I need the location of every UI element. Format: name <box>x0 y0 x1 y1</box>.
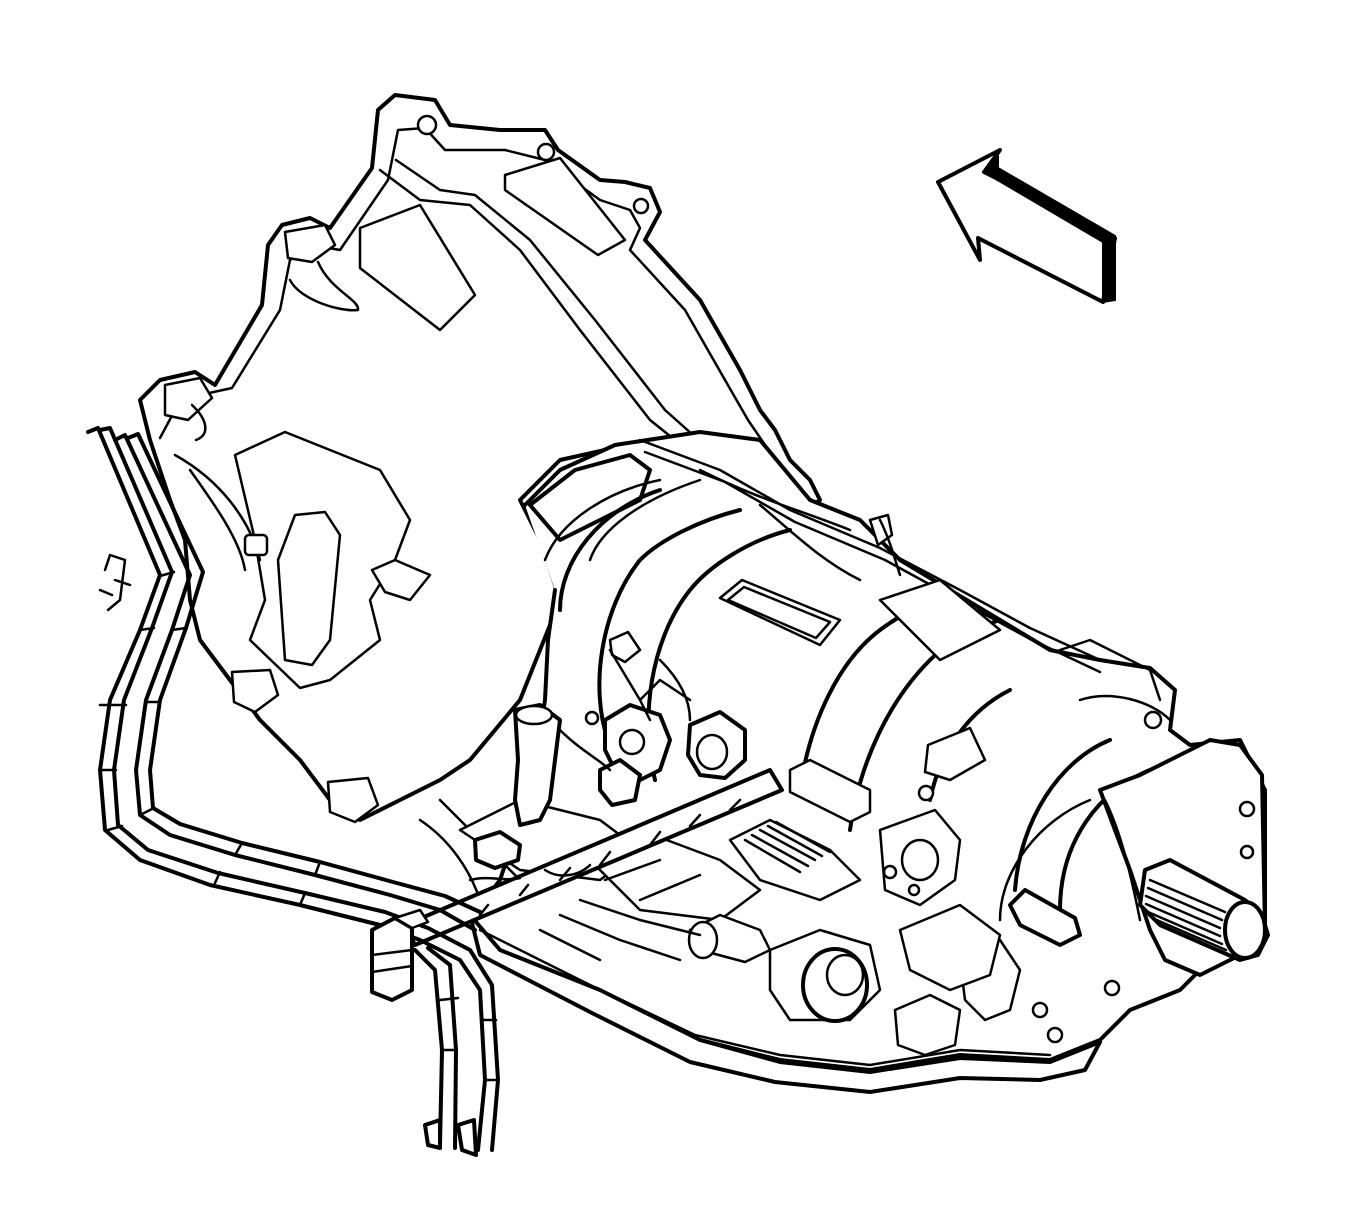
vent-hose-icon <box>758 503 902 582</box>
bracket-icon <box>370 908 430 1002</box>
connector-icon <box>473 648 747 870</box>
arrow-up-left-icon <box>936 148 1117 304</box>
bell-housing-icon <box>138 93 822 824</box>
cooler-line-icon <box>86 426 500 1157</box>
output-shaft-spline-icon <box>1138 858 1270 962</box>
oil-pan-icon <box>468 913 1102 1094</box>
